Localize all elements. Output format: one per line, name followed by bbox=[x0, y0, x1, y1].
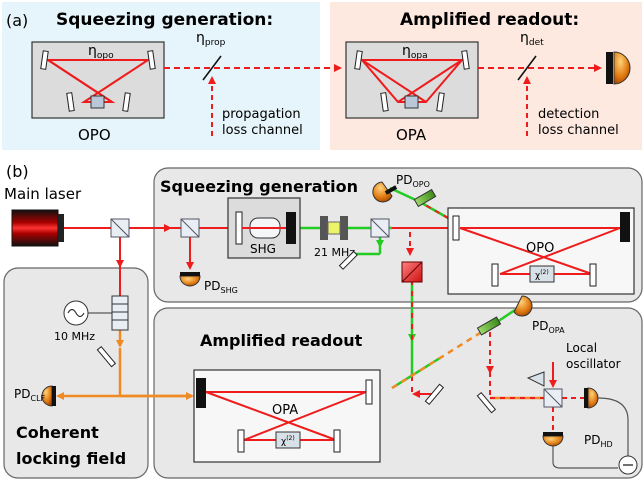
opa-b-label: OPA bbox=[272, 403, 298, 418]
opo-chi: χ(2) bbox=[535, 269, 549, 281]
opa-cavity bbox=[345, 41, 479, 119]
det-loss-beamsplitter bbox=[517, 55, 537, 81]
lo-label-2: oscillator bbox=[566, 357, 621, 371]
dichroic-opa bbox=[476, 316, 502, 336]
panel-b: (b) Squeezing generation Amplified reado… bbox=[3, 162, 643, 479]
prop-loss-beamsplitter bbox=[202, 55, 222, 81]
panel-a-label: (a) bbox=[6, 11, 28, 30]
opa-cavity-b: χ(2) OPA bbox=[193, 369, 381, 463]
opa-caption: OPA bbox=[396, 126, 427, 144]
eta-det: ηdet bbox=[520, 30, 544, 48]
opo-caption: OPO bbox=[78, 126, 111, 144]
mirror-2 bbox=[424, 383, 445, 406]
shg-cavity: SHG bbox=[227, 197, 301, 259]
eta-opa: ηopa bbox=[402, 43, 428, 61]
lo-label-1: Local bbox=[566, 341, 597, 355]
clf-title-2: locking field bbox=[16, 449, 126, 468]
opo-cavity-b: χ(2) OPO bbox=[447, 207, 635, 295]
shg-label: SHG bbox=[250, 242, 276, 256]
pd-clf-label: PDCLF bbox=[14, 387, 46, 403]
squeezing-title: Squeezing generation: bbox=[56, 10, 273, 30]
eta-opo: ηopo bbox=[88, 43, 114, 61]
main-laser-label: Main laser bbox=[4, 185, 82, 203]
eta-prop: ηprop bbox=[196, 30, 226, 48]
clf-title-1: Coherent bbox=[16, 423, 99, 442]
mirror-3 bbox=[476, 391, 497, 414]
hd-bs-cube bbox=[543, 388, 563, 408]
opo-crystal bbox=[90, 95, 105, 109]
eom-21mhz: 21 MHz bbox=[314, 216, 355, 259]
prop-loss-label-1: propagation bbox=[222, 107, 301, 122]
clf-mirror bbox=[96, 345, 117, 368]
pd-opo-label: PDOPO bbox=[396, 173, 430, 189]
dichroic-opo bbox=[413, 188, 437, 208]
lo-wedge bbox=[526, 371, 545, 387]
opo-b-label: OPO bbox=[526, 241, 554, 256]
pd-opo-icon bbox=[372, 181, 398, 203]
opa-chi: χ(2) bbox=[281, 435, 295, 447]
bs-cube-3 bbox=[370, 218, 390, 238]
panel-b-label: (b) bbox=[6, 162, 29, 181]
rf-source-icon bbox=[63, 300, 89, 326]
bs-cube-2 bbox=[180, 218, 200, 238]
prop-loss-label-2: loss channel bbox=[222, 123, 303, 138]
pd-shg-icon bbox=[179, 272, 201, 287]
clf-modulator bbox=[88, 295, 129, 331]
detector-icon bbox=[606, 51, 631, 85]
pd-shg-label: PDSHG bbox=[204, 279, 238, 295]
subtractor-icon bbox=[618, 455, 638, 475]
opo-cavity bbox=[31, 41, 165, 119]
freq-21-label: 21 MHz bbox=[314, 246, 355, 259]
pd-clf-icon bbox=[41, 385, 56, 407]
sq-title: Squeezing generation bbox=[160, 177, 358, 196]
pd-opa-icon bbox=[513, 295, 533, 317]
det-loss-label-1: detection bbox=[538, 107, 599, 122]
main-laser-icon bbox=[11, 209, 59, 247]
ar-title: Amplified readout bbox=[200, 331, 363, 350]
opa-crystal bbox=[404, 95, 419, 109]
pd-hd-label: PDHD bbox=[584, 433, 613, 449]
mirror-1 bbox=[338, 250, 358, 270]
pd-hd-right-icon bbox=[584, 387, 599, 409]
panel-a: (a) Squeezing generation: Amplified read… bbox=[2, 2, 642, 150]
pd-hd-bottom-icon bbox=[542, 432, 564, 447]
freq-10-label: 10 MHz bbox=[54, 330, 95, 343]
pd-opa-label: PDOPA bbox=[532, 319, 565, 335]
readout-title: Amplified readout: bbox=[400, 10, 579, 30]
det-loss-label-2: loss channel bbox=[538, 123, 619, 138]
dichroic-cube bbox=[401, 261, 423, 283]
bs-cube-1 bbox=[110, 218, 130, 238]
